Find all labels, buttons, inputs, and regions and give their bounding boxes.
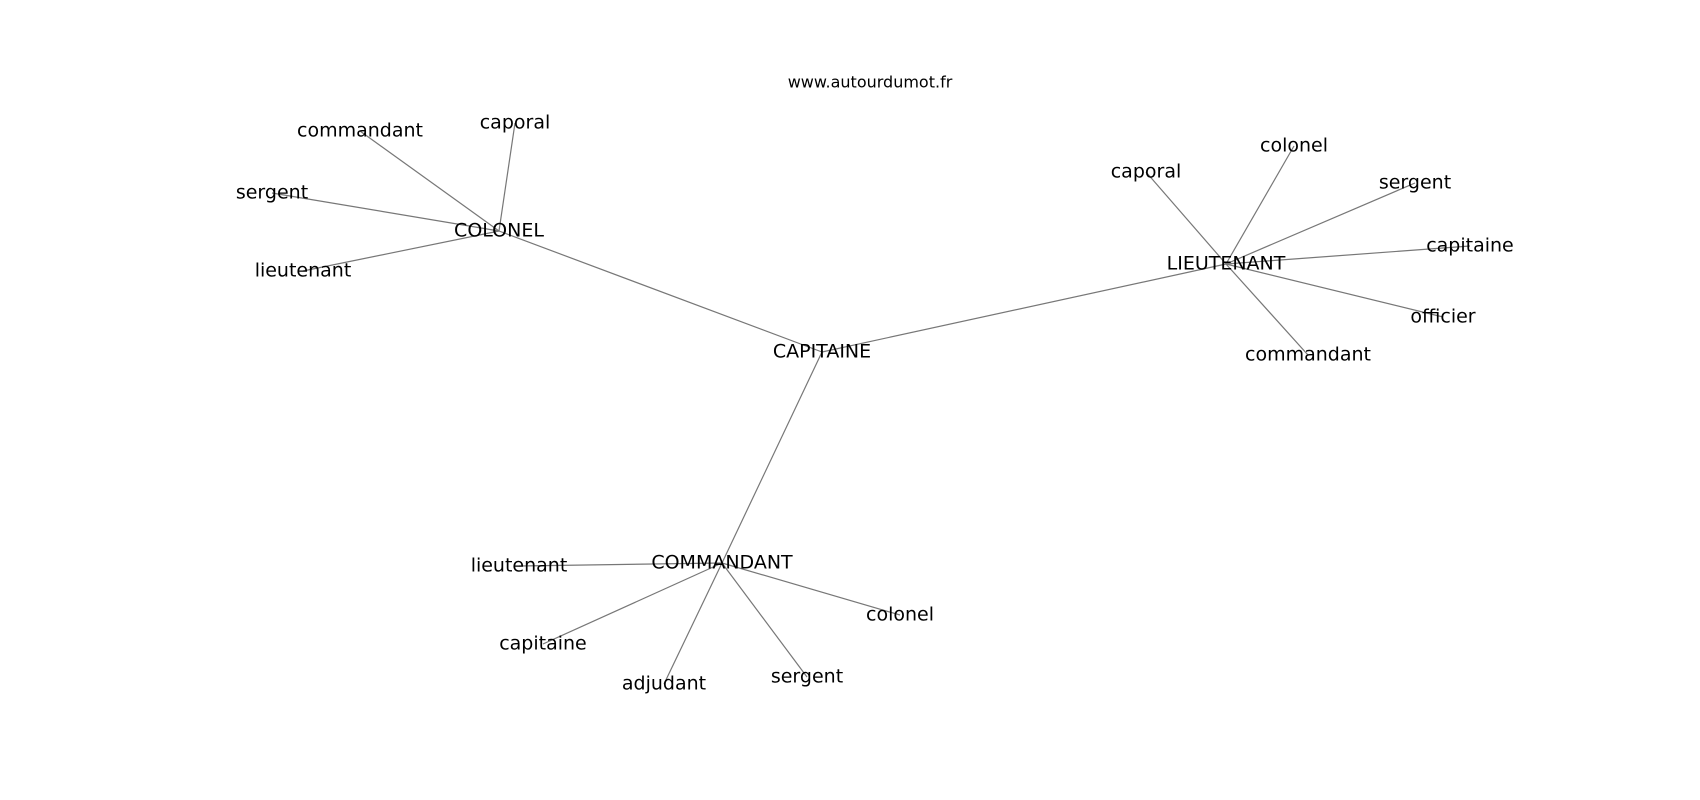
node-leaf-lieutenant-capitaine[interactable]: capitaine: [1426, 235, 1514, 257]
edge-center-commandant: [721, 351, 823, 564]
source-watermark: www.autourdumot.fr: [788, 73, 953, 92]
edge-commandant-adjudant: [663, 562, 723, 685]
node-leaf-commandant-adjudant[interactable]: adjudant: [622, 673, 706, 695]
node-center-capitaine[interactable]: CAPITAINE: [773, 341, 871, 363]
edge-commandant-capitaine: [542, 562, 723, 645]
edge-colonel-lieutenant: [302, 230, 500, 272]
node-leaf-commandant-sergent[interactable]: sergent: [771, 666, 843, 688]
edge-lieutenant-sergent: [1225, 182, 1416, 265]
edge-lieutenant-capitaine: [1225, 245, 1471, 265]
node-leaf-commandant-colonel[interactable]: colonel: [866, 604, 934, 626]
node-leaf-lieutenant-officier[interactable]: officier: [1410, 306, 1475, 328]
edge-colonel-caporal: [498, 122, 516, 232]
edge-commandant-sergent: [721, 562, 808, 678]
node-leaf-colonel-sergent[interactable]: sergent: [236, 182, 308, 204]
edge-colonel-sergent: [271, 192, 500, 232]
node-leaf-lieutenant-commandant[interactable]: commandant: [1245, 344, 1371, 366]
node-hub-commandant[interactable]: COMMANDANT: [651, 552, 793, 574]
edge-lieutenant-colonel: [1225, 145, 1295, 265]
edges-layer: [271, 122, 1471, 685]
node-leaf-colonel-caporal[interactable]: caporal: [480, 112, 551, 134]
node-leaf-commandant-lieutenant[interactable]: lieutenant: [471, 555, 568, 577]
edge-center-lieutenant: [821, 263, 1227, 353]
node-leaf-colonel-commandant[interactable]: commandant: [297, 120, 423, 142]
edge-colonel-commandant: [359, 130, 500, 232]
edge-lieutenant-caporal: [1145, 171, 1227, 265]
node-hub-colonel[interactable]: COLONEL: [454, 220, 544, 242]
node-leaf-colonel-lieutenant[interactable]: lieutenant: [255, 260, 352, 282]
node-leaf-commandant-capitaine[interactable]: capitaine: [499, 633, 587, 655]
edge-center-colonel: [498, 230, 823, 353]
node-leaf-lieutenant-sergent[interactable]: sergent: [1379, 172, 1451, 194]
edge-lieutenant-officier: [1225, 263, 1444, 318]
edge-lieutenant-commandant: [1225, 263, 1309, 356]
node-hub-lieutenant[interactable]: LIEUTENANT: [1167, 253, 1286, 275]
node-leaf-lieutenant-colonel[interactable]: colonel: [1260, 135, 1328, 157]
labels-layer: CAPITAINE COLONEL commandant caporal sergent…: [236, 112, 1514, 695]
edge-commandant-colonel: [721, 562, 901, 616]
edge-commandant-lieutenant: [518, 562, 723, 567]
node-leaf-lieutenant-caporal[interactable]: caporal: [1111, 161, 1182, 183]
